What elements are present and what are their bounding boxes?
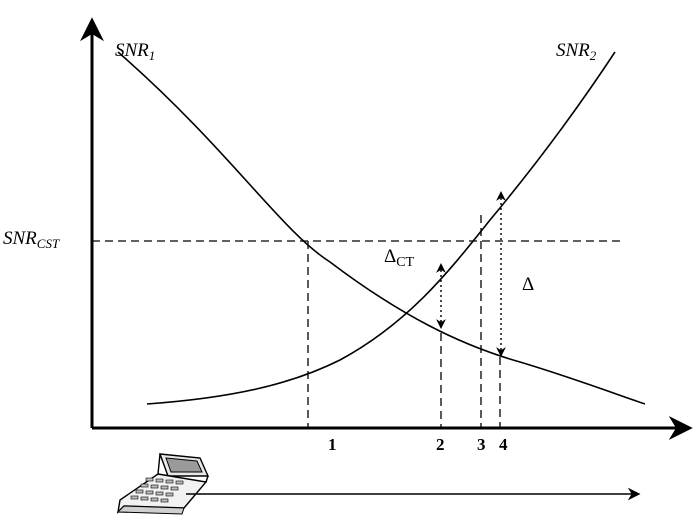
delta-label: Δ: [522, 274, 534, 295]
delta-ct-label: ΔCT: [384, 246, 415, 270]
snr2-label: SNR2: [556, 40, 597, 63]
snr2-curve: [146, 51, 616, 405]
x-marker-4: 4: [499, 435, 508, 454]
x-marker-1: 1: [328, 435, 337, 454]
x-marker-2: 2: [436, 435, 445, 454]
x-marker-3: 3: [477, 435, 486, 454]
snr1-curve: [117, 51, 646, 405]
mobile-phone-icon: [116, 453, 210, 515]
snr-cst-label: SNRCST: [3, 228, 60, 251]
snr1-label: SNR1: [115, 40, 155, 63]
